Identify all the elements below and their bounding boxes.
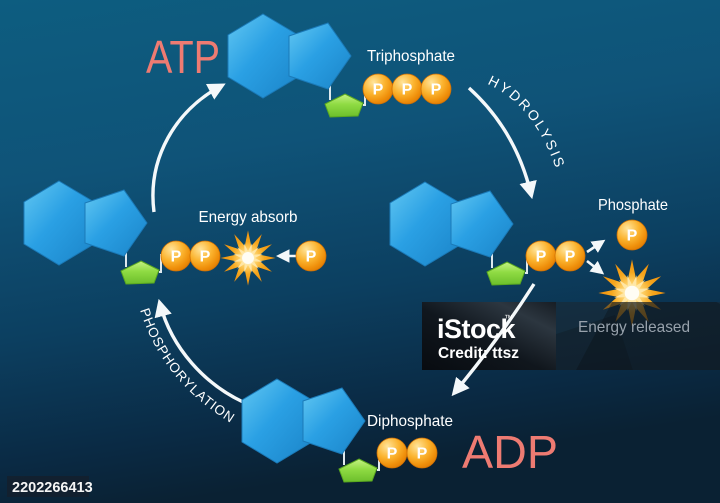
phosphorylation-arrow	[154, 298, 244, 404]
phosphate-group	[406, 437, 438, 469]
phosphate-group	[420, 73, 452, 105]
hydrolysis-arrow	[467, 86, 537, 200]
phosphate-group	[189, 240, 221, 272]
phosphate-group	[376, 437, 408, 469]
phosphate-group	[391, 73, 423, 105]
istock-logo-text: iStock	[437, 314, 517, 344]
energy-release-arrow	[586, 259, 605, 275]
istock-credit-text: Credit: ttsz	[438, 345, 519, 362]
phosphate-group	[160, 240, 192, 272]
left-adp-molecule	[23, 180, 221, 285]
watermark-shadow-shape	[574, 302, 720, 370]
image-id-text: 2202266413	[12, 480, 93, 496]
adp-molecule	[241, 378, 438, 483]
adp-label: ADP	[462, 426, 558, 478]
phosphate-group	[525, 240, 557, 272]
diphosphate-label: Diphosphate	[367, 413, 453, 430]
right-adp-molecule	[389, 181, 586, 286]
istock-trademark: ™	[504, 313, 513, 323]
phosphate-label: Phosphate	[598, 197, 668, 214]
phosphate-release-arrow	[586, 239, 606, 254]
adp-formation-arrow	[451, 283, 536, 397]
phosphate-group	[554, 240, 586, 272]
watermark-shadow-shape	[529, 314, 643, 370]
atp-formation-arrow	[151, 83, 226, 213]
istock-logo-box	[422, 302, 556, 370]
incoming-phosphate	[295, 240, 327, 272]
phosphate-group	[362, 73, 394, 105]
energy-released-label: Energy released	[578, 319, 690, 336]
released-phosphate	[616, 219, 648, 251]
energy-absorb-label: Energy absorb	[199, 209, 298, 226]
image-id-box	[7, 476, 89, 497]
atp-molecule	[227, 13, 452, 118]
triphosphate-label: Triphosphate	[367, 48, 455, 65]
atp-label: ATP	[146, 31, 220, 83]
image-id-badge: 2202266413	[7, 476, 93, 497]
istock-watermark-band	[422, 302, 720, 370]
